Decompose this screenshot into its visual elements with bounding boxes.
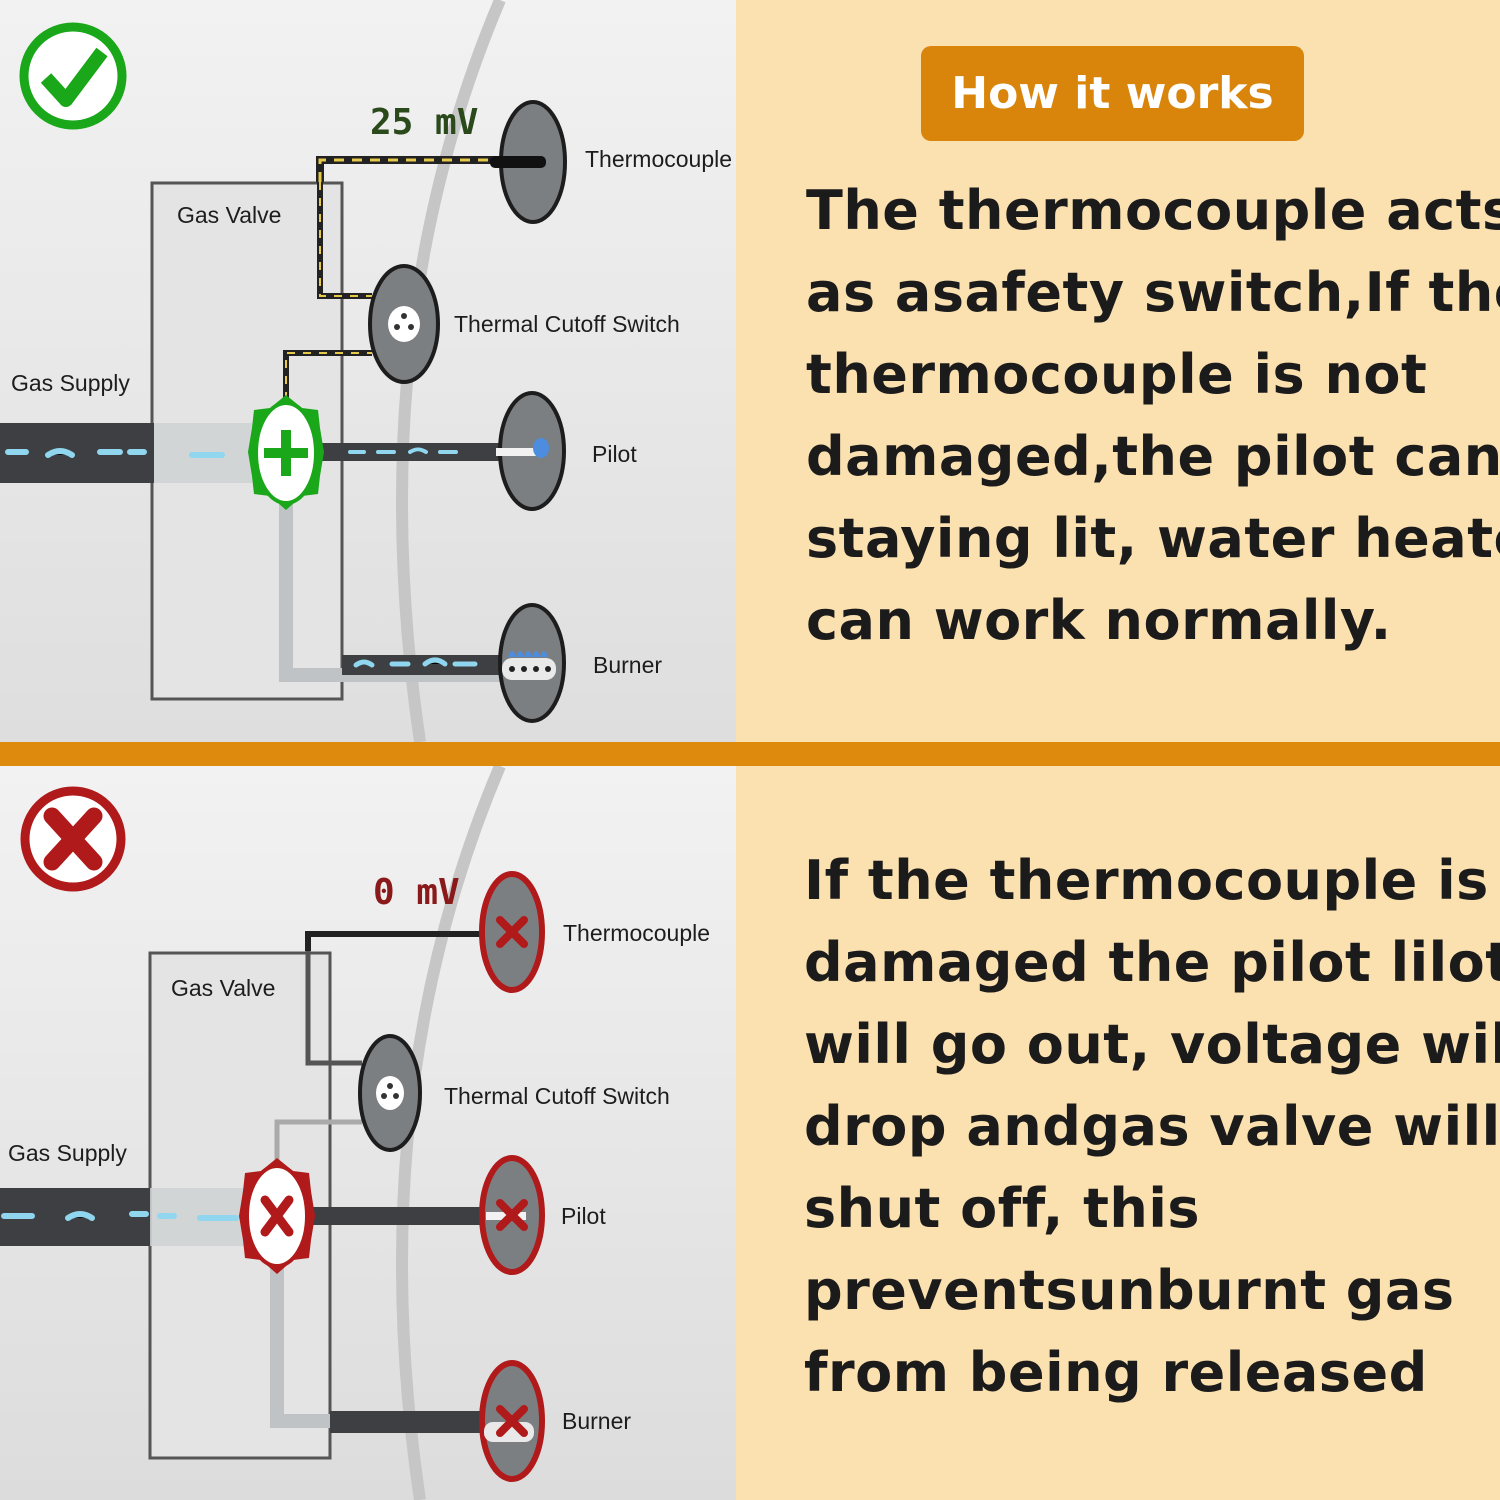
burner-disc	[479, 1360, 545, 1482]
thermal-cutoff-label: Thermal Cutoff Switch	[444, 1083, 670, 1109]
gas-valve-label: Gas Valve	[171, 975, 275, 1001]
failure-text-side: If the thermocouple is damaged the pilot…	[736, 766, 1500, 1500]
text-line: preventsunburnt gas	[804, 1259, 1455, 1322]
thermal-cutoff-switch	[368, 264, 440, 384]
working-description: The thermocouple acts as asafety switch,…	[806, 170, 1500, 662]
valve-closed-icon	[239, 1158, 315, 1274]
burner-label: Burner	[562, 1408, 631, 1434]
working-diagram: 25 mV Thermocouple Gas Valve Thermal Cut…	[0, 0, 736, 742]
working-text-side: How it works The thermocouple acts as as…	[736, 0, 1500, 742]
gas-supply-label: Gas Supply	[8, 1140, 127, 1166]
text-line: drop andgas valve will	[804, 1095, 1500, 1158]
pilot-disc	[479, 1155, 545, 1275]
text-line: damaged,the pilot can	[806, 425, 1500, 488]
text-line: as asafety switch,If the	[806, 261, 1500, 324]
thermal-cutoff-switch	[358, 1034, 422, 1152]
gas-valve-label: Gas Valve	[177, 202, 281, 228]
failure-diagram: 0 mV Thermocouple Gas Valve Thermal Cuto…	[0, 766, 736, 1500]
voltage-label: 25 mV	[370, 102, 478, 143]
text-line: damaged the pilot lilot	[804, 931, 1500, 994]
thermocouple-disc	[490, 100, 567, 224]
text-line: will go out, voltage will	[804, 1013, 1500, 1076]
how-it-works-heading: How it works	[921, 46, 1304, 141]
valve-open-icon	[248, 395, 324, 510]
pilot-label: Pilot	[561, 1203, 606, 1229]
thermocouple-label: Thermocouple	[585, 146, 732, 172]
x-mark-icon	[20, 786, 126, 892]
check-mark-icon	[19, 22, 127, 130]
text-line: can work normally.	[806, 589, 1392, 652]
thermocouple-label: Thermocouple	[563, 920, 710, 946]
text-line: staying lit, water heater	[806, 507, 1500, 570]
text-line: shut off, this	[804, 1177, 1200, 1240]
working-panel: 25 mV Thermocouple Gas Valve Thermal Cut…	[0, 0, 1500, 742]
text-line: The thermocouple acts	[806, 179, 1500, 242]
voltage-label: 0 mV	[373, 872, 460, 913]
pilot-label: Pilot	[592, 441, 637, 467]
text-line: If the thermocouple is	[804, 849, 1489, 912]
pilot-disc	[496, 391, 566, 511]
section-divider	[0, 742, 1500, 766]
thermocouple-disc	[479, 871, 545, 993]
text-line: from being released	[804, 1341, 1428, 1404]
thermal-cutoff-label: Thermal Cutoff Switch	[454, 311, 680, 337]
text-line: thermocouple is not	[806, 343, 1428, 406]
burner-label: Burner	[593, 652, 662, 678]
gas-supply-label: Gas Supply	[11, 370, 130, 396]
burner-disc	[498, 603, 566, 723]
failure-description: If the thermocouple is damaged the pilot…	[804, 840, 1500, 1414]
failure-panel: 0 mV Thermocouple Gas Valve Thermal Cuto…	[0, 766, 1500, 1500]
